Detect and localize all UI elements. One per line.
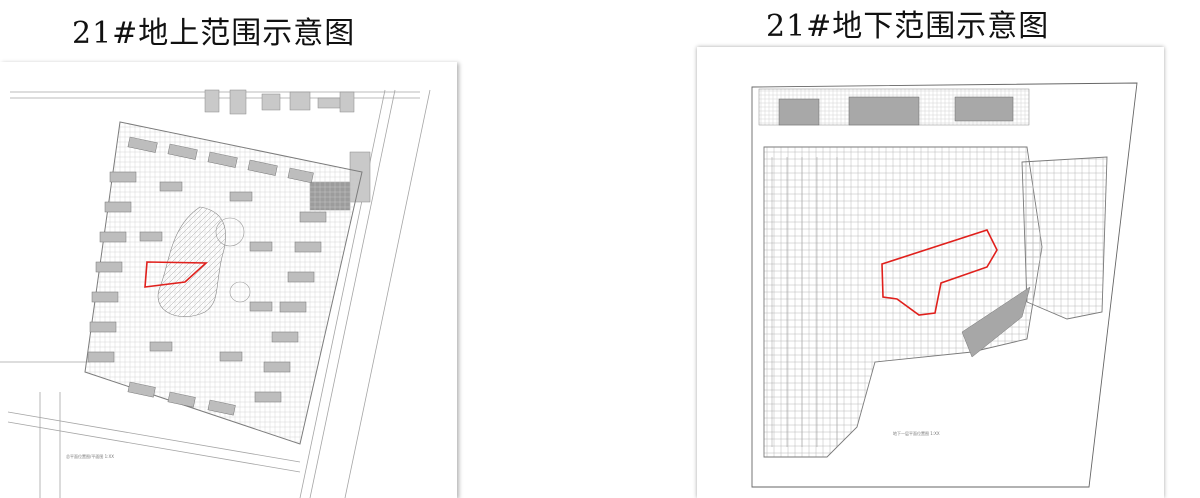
below-ground-caption: 地下一层平面位置图 1:XX xyxy=(893,431,940,436)
above-ground-caption: 总平面位置图/平面图 1:XX xyxy=(66,454,114,459)
above-ground-drawing-sheet: 总平面位置图/平面图 1:XX xyxy=(0,62,457,498)
below-ground-title: 21#地下范围示意图 xyxy=(766,9,1050,44)
basement-plan-drawing xyxy=(751,82,1138,488)
red-boundary-outline xyxy=(881,229,998,316)
below-ground-drawing-sheet: 地下一层平面位置图 1:XX xyxy=(697,47,1164,498)
red-boundary-outline xyxy=(144,261,209,288)
site-plan-drawing xyxy=(0,89,431,498)
above-ground-title: 21#地上范围示意图 xyxy=(72,16,356,51)
